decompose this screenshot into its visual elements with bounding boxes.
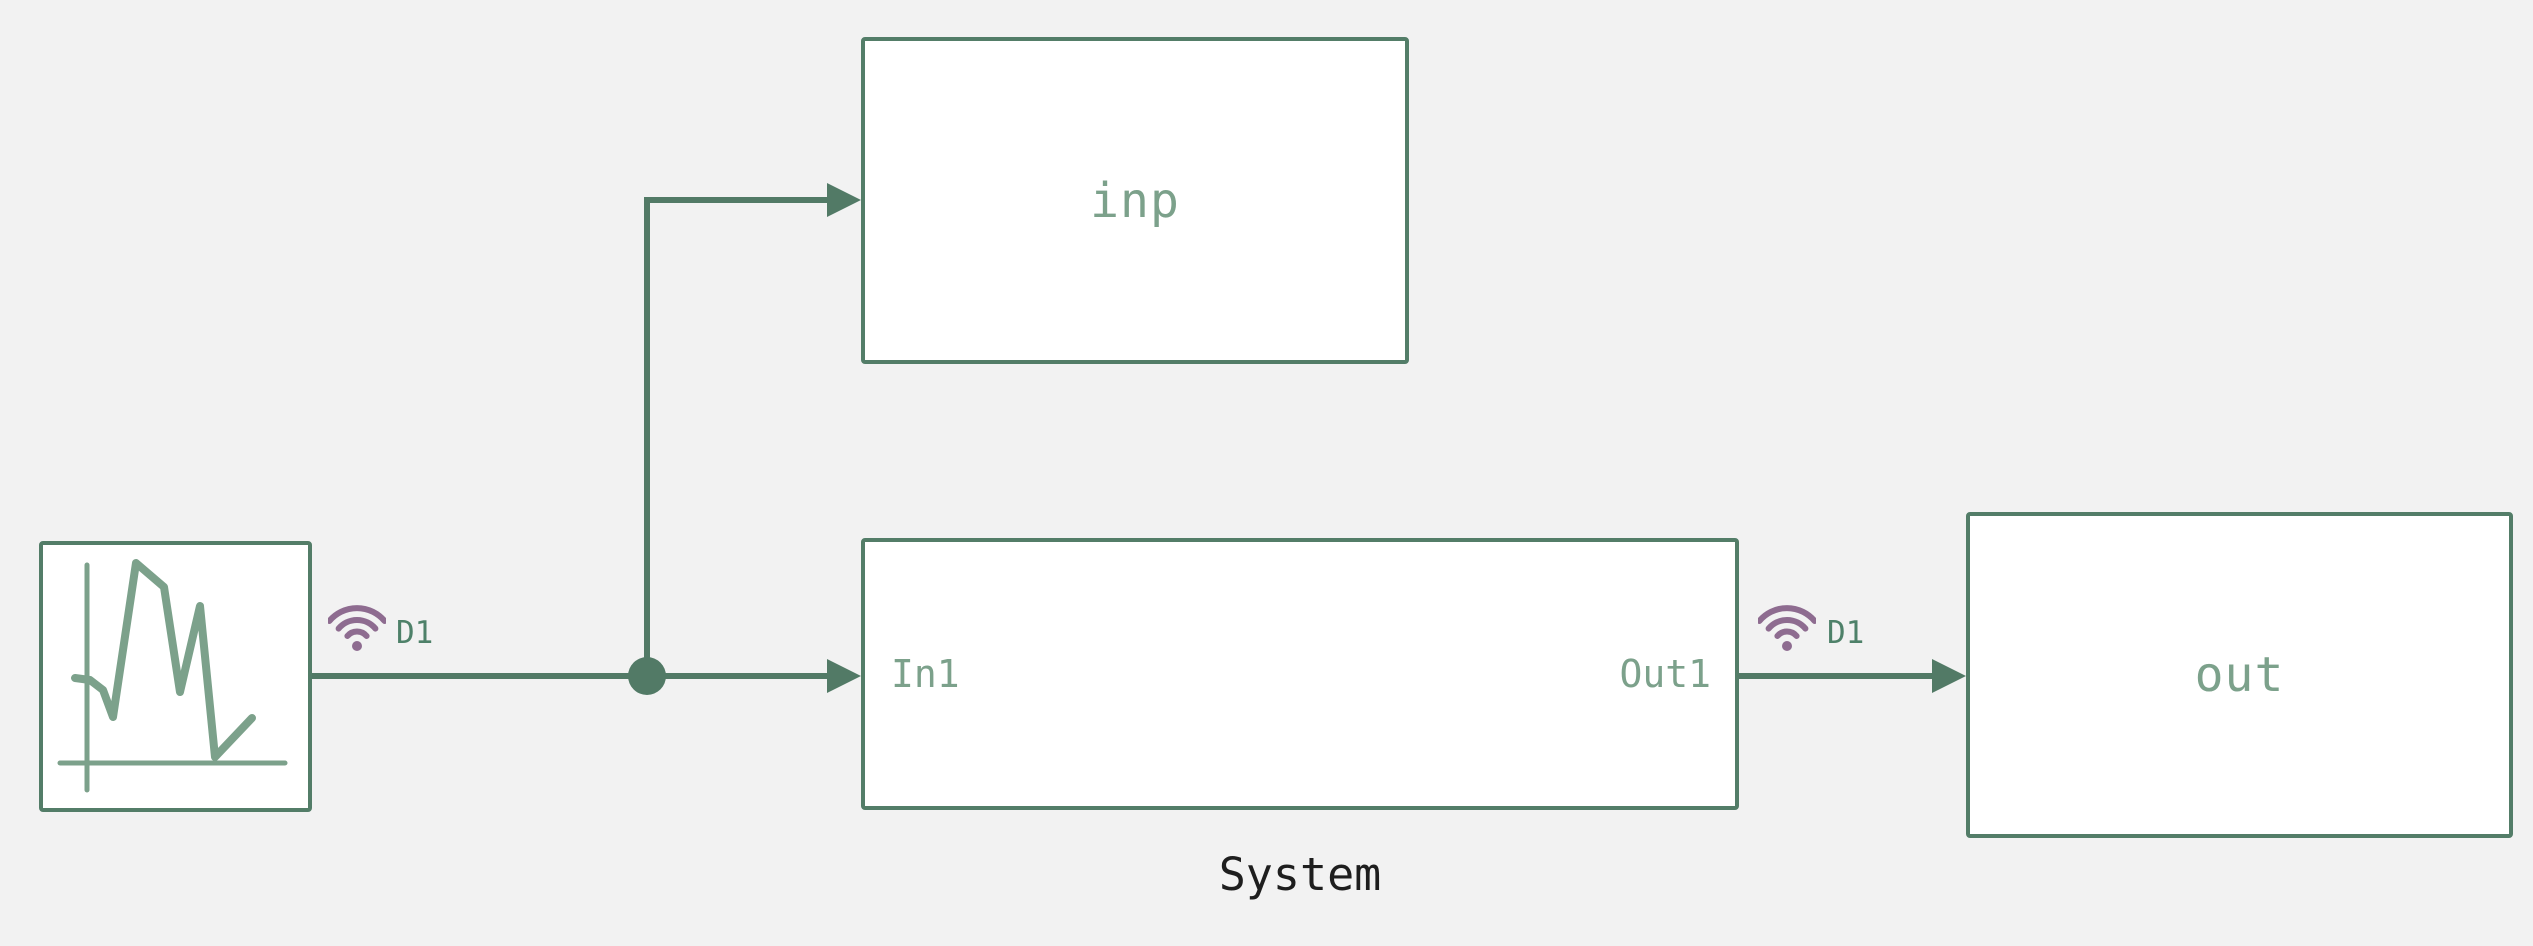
outport-label: Out1 (1619, 652, 1711, 696)
inport-label: In1 (891, 652, 960, 696)
inp-block[interactable]: inp (861, 37, 1409, 364)
system-subsystem-block[interactable]: In1 Out1 (861, 538, 1739, 810)
block-label: out (2194, 647, 2285, 703)
out-block[interactable]: out (1966, 512, 2513, 838)
system-block-name[interactable]: System (1218, 848, 1382, 901)
branch-line-to-inp[interactable] (644, 197, 830, 676)
block-label: inp (1090, 172, 1180, 229)
tag-label[interactable]: D1 (1827, 615, 1865, 651)
signal-waveform-icon (57, 559, 288, 793)
wifi-icon (328, 605, 386, 651)
branch-point[interactable] (628, 657, 666, 695)
arrowhead-into-system (827, 659, 861, 693)
signal-source-block[interactable] (39, 541, 312, 812)
wireless-tag-output[interactable] (1758, 600, 1816, 652)
wireless-tag-source[interactable] (328, 600, 386, 652)
tag-label[interactable]: D1 (396, 615, 434, 651)
wifi-icon (1758, 605, 1816, 651)
arrowhead-into-inp (827, 183, 861, 217)
arrowhead-into-out (1932, 659, 1966, 693)
